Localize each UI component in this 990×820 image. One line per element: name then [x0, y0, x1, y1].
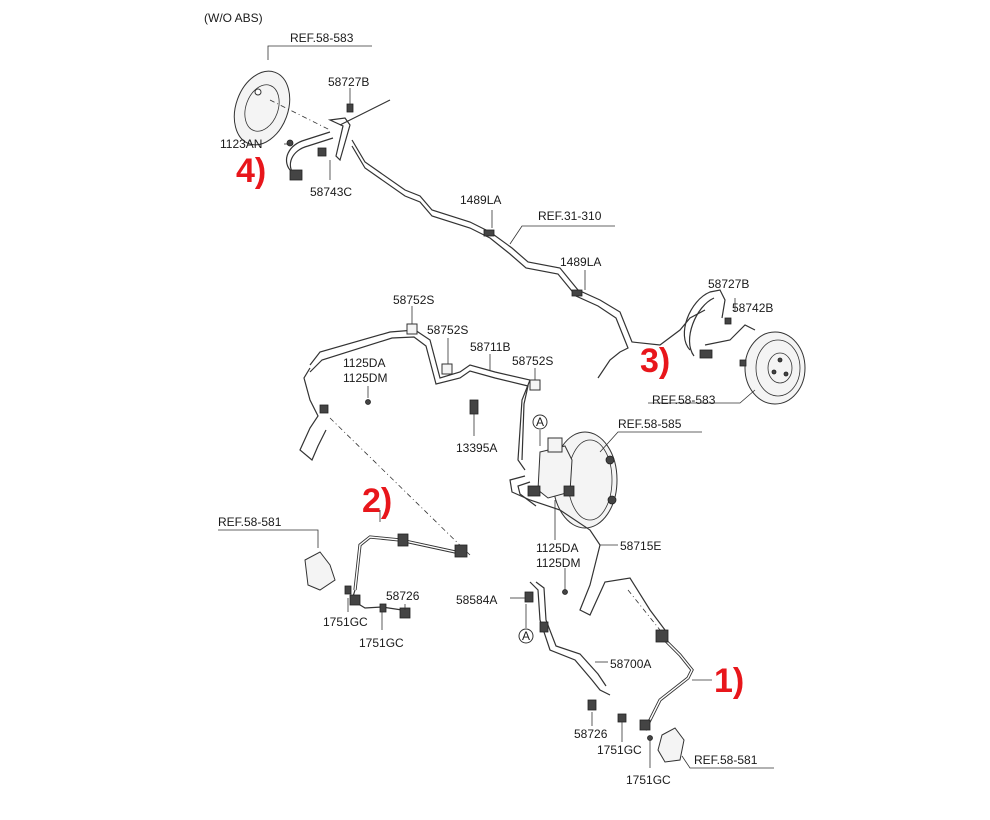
part-1125dm-b: 1125DM [536, 556, 580, 570]
ref-58-581-right: REF.58-581 [694, 753, 758, 767]
ref-leader [509, 225, 615, 245]
master-cylinder: A [527, 414, 575, 499]
part-1489la-a: 1489LA [460, 193, 501, 207]
part-58726-right: 58726 [574, 727, 608, 741]
part-1751gc-d: 1751GC [626, 773, 671, 787]
ref-leader [681, 755, 774, 769]
part-58700a: 58700A [610, 657, 651, 671]
part-58743c: 58743C [310, 185, 352, 199]
part-1751gc-b: 1751GC [359, 636, 404, 650]
part-1751gc-a: 1751GC [323, 615, 368, 629]
ref-leader [267, 45, 372, 60]
ref-58-581-left: REF.58-581 [218, 515, 282, 529]
part-58752s-a: 58752S [393, 293, 434, 307]
ref-leader [599, 431, 702, 453]
part-58715e: 58715E [620, 539, 661, 553]
part-58752s-b: 58752S [427, 323, 468, 337]
part-13395a: 13395A [456, 441, 497, 455]
marker-a-bottom: A [522, 629, 530, 643]
ref-58-585: REF.58-585 [618, 417, 682, 431]
part-1125dm-a: 1125DM [343, 371, 387, 385]
part-1125da-a: 1125DA [343, 356, 385, 370]
part-58584a: 58584A [456, 593, 497, 607]
part-1123an: 1123AN [220, 137, 262, 151]
part-58742b: 58742B [732, 301, 773, 315]
callout-3: 3) [640, 342, 670, 380]
front-right-caliper [657, 727, 685, 763]
rear-left-brake-disc [233, 70, 291, 146]
front-left-hose [344, 533, 468, 619]
rear-brake-pipe [351, 139, 706, 379]
ref-31-310: REF.31-310 [538, 209, 602, 223]
part-58726-left: 58726 [386, 589, 420, 603]
rear-right-hose [683, 289, 756, 367]
rear-right-brake-drum [744, 331, 806, 405]
axis-line [627, 589, 661, 631]
callout-4: 4) [236, 152, 266, 190]
ref-leader [648, 389, 756, 404]
front-left-caliper [304, 551, 336, 591]
variant-label: (W/O ABS) [204, 11, 263, 25]
marker-a-top: A [536, 415, 544, 429]
part-58752s-c: 58752S [512, 354, 553, 368]
front-right-hose [639, 629, 694, 731]
ref-leader [218, 529, 319, 548]
axis-line [329, 417, 471, 556]
ref-58-583-right: REF.58-583 [652, 393, 716, 407]
rear-bracket [327, 99, 391, 162]
part-1489la-b: 1489LA [560, 255, 601, 269]
front-right-pipe: A [518, 581, 627, 723]
part-1751gc-c: 1751GC [597, 743, 642, 757]
part-58711b: 58711B [470, 340, 510, 354]
rear-left-hose [285, 131, 334, 181]
part-58727b-top: 58727B [328, 75, 369, 89]
callout-1: 1) [714, 662, 744, 700]
part-58727b-right: 58727B [708, 277, 749, 291]
part-1125da-b: 1125DA [536, 541, 578, 555]
ref-58-583-top: REF.58-583 [290, 31, 354, 45]
callout-2: 2) [362, 482, 392, 520]
